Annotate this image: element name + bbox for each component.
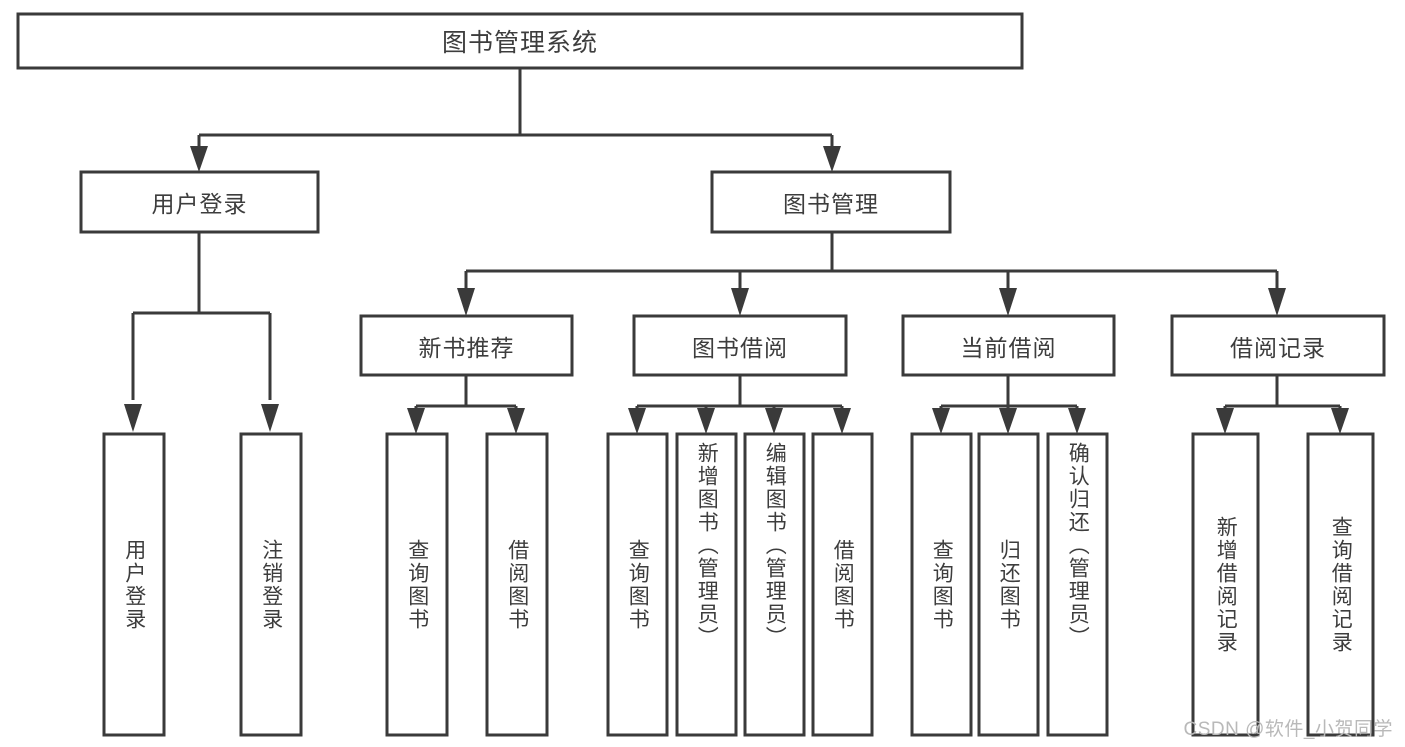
- arrow-borrowrecord-leaf-12: [1216, 408, 1234, 434]
- node-box-leaf-12[interactable]: [1191, 432, 1260, 737]
- arrow-bookborrow-leaf-7: [765, 408, 783, 434]
- node-box-leaf-6[interactable]: [675, 432, 738, 737]
- arrow-borrowrecord-leaf-13: [1331, 408, 1349, 434]
- arrow-userlogin-leaf-2: [261, 404, 279, 432]
- arrow-bookmanage-to-borrow-record: [1268, 288, 1286, 316]
- node-box-book-manage[interactable]: [710, 170, 952, 234]
- csdn-watermark: CSDN @软件_小贺同学: [1183, 719, 1393, 740]
- arrow-bookborrow-leaf-6: [697, 408, 715, 434]
- arrow-currentborrow-leaf-11: [1068, 408, 1086, 434]
- node-box-current-borrow[interactable]: [901, 314, 1116, 377]
- arrow-userlogin-leaf-1: [124, 404, 142, 432]
- node-box-user-login[interactable]: [79, 170, 320, 234]
- node-box-leaf-5[interactable]: [606, 432, 669, 737]
- arrow-bookborrow-leaf-8: [833, 408, 851, 434]
- node-box-leaf-2[interactable]: [239, 432, 303, 737]
- node-box-leaf-10[interactable]: [977, 432, 1040, 737]
- node-box-root[interactable]: [16, 12, 1024, 70]
- arrow-currentborrow-leaf-9: [932, 408, 950, 434]
- node-box-leaf-11[interactable]: [1046, 432, 1109, 737]
- node-layer: [16, 12, 1386, 737]
- arrow-bookmanage-to-current-borrow: [999, 288, 1017, 316]
- arrow-currentborrow-leaf-10: [999, 408, 1017, 434]
- arrow-newbookrec-leaf-3: [407, 408, 425, 434]
- node-box-borrow-record[interactable]: [1170, 314, 1386, 377]
- arrow-bookmanage-to-book-borrow: [731, 288, 749, 316]
- node-box-new-book-rec[interactable]: [359, 314, 574, 377]
- node-box-leaf-8[interactable]: [811, 432, 874, 737]
- node-box-leaf-4[interactable]: [485, 432, 549, 737]
- node-box-leaf-1[interactable]: [102, 432, 166, 737]
- node-box-leaf-9[interactable]: [910, 432, 973, 737]
- node-box-book-borrow[interactable]: [632, 314, 848, 377]
- arrow-newbookrec-leaf-4: [507, 408, 525, 434]
- node-box-leaf-13[interactable]: [1306, 432, 1375, 737]
- node-box-leaf-3[interactable]: [385, 432, 449, 737]
- arrow-bookborrow-leaf-5: [628, 408, 646, 434]
- arrow-root-to-book-manage: [823, 146, 841, 172]
- node-box-leaf-7[interactable]: [743, 432, 806, 737]
- arrow-bookmanage-to-new-book-rec: [457, 288, 475, 316]
- arrow-root-to-user-login: [190, 146, 208, 172]
- connector-layer: [124, 68, 1349, 434]
